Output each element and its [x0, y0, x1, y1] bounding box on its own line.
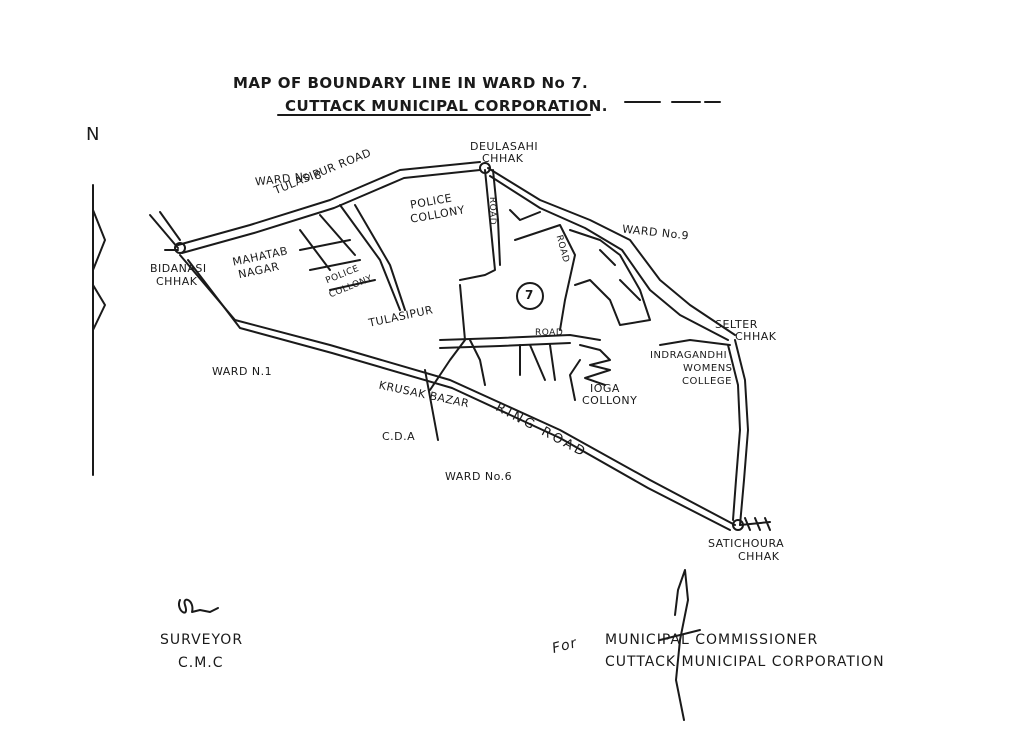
label-indragandhi-3: COLLEGE: [682, 376, 732, 387]
label-road-vertical: ROAD: [487, 196, 498, 226]
label-indragandhi-2: WOMENS: [683, 363, 733, 374]
internal-road-mid: [439, 334, 601, 341]
ward-number: 7: [525, 288, 534, 302]
label-cda: C.D.A: [382, 430, 416, 443]
ward-7-circle: [516, 282, 544, 310]
map-title-line1: MAP OF BOUNDARY LINE IN WARD No 7.: [233, 74, 589, 92]
label-deulasahi-2: CHHAK: [482, 152, 524, 165]
surveyor-title: SURVEYOR: [160, 632, 244, 648]
commissioner-title: MUNICIPAL COMMISSIONER: [605, 632, 819, 648]
boundary-northeast: [487, 167, 736, 336]
label-bidanasi-2: CHHAK: [156, 275, 198, 288]
map-title-line2: CUTTACK MUNICIPAL CORPORATION.: [285, 97, 608, 115]
surveyor-org: C.M.C: [178, 655, 224, 671]
label-bidanasi-1: BIDANASI: [150, 262, 207, 275]
label-ioga-1: IOGA: [590, 382, 620, 395]
north-marker: N: [86, 124, 100, 145]
commissioner-signature: [659, 569, 701, 721]
tulasipur-road: [177, 161, 481, 246]
surveyor-signature: [177, 598, 219, 614]
north-arrow-head: [92, 209, 106, 331]
label-selter-1: SELTER: [715, 318, 758, 331]
label-road-mid: ROAD: [535, 328, 564, 338]
label-ioga-2: COLLONY: [582, 394, 638, 407]
label-selter-2: CHHAK: [735, 330, 777, 343]
label-deulasahi-1: DEULASAHI: [470, 140, 539, 153]
label-ward-6: WARD No.6: [445, 470, 513, 483]
label-ward-1: WARD N.1: [212, 365, 273, 378]
commissioner-org: CUTTACK MUNICIPAL CORPORATION: [605, 654, 885, 670]
label-satichoura-1: SATICHOURA: [708, 537, 785, 550]
label-indragandhi-1: INDRAGANDHI: [650, 350, 728, 361]
deulasahi-road: [459, 169, 496, 281]
boundary-east: [734, 339, 749, 526]
label-satichoura-2: CHHAK: [738, 550, 780, 563]
